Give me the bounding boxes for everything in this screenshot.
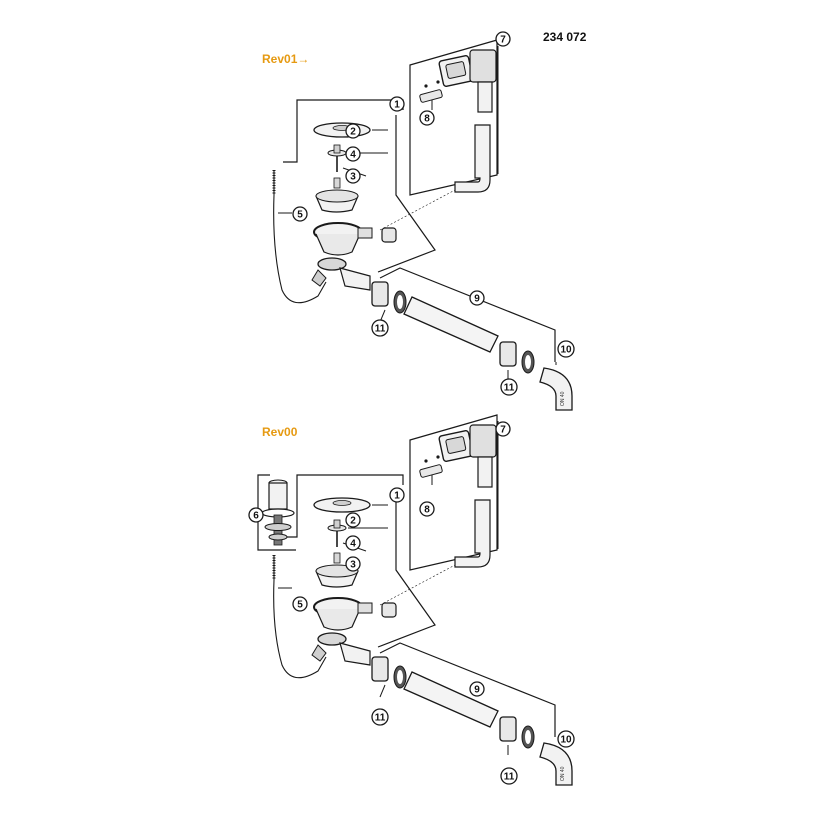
svg-text:8: 8 [424, 114, 430, 125]
svg-text:8: 8 [424, 505, 430, 516]
svg-text:1: 1 [394, 491, 400, 502]
svg-text:9: 9 [474, 685, 480, 696]
pop-up-cable [273, 555, 327, 679]
callout-9: 9 [469, 290, 485, 306]
svg-text:10: 10 [560, 345, 572, 356]
pop-up-cable [273, 170, 327, 304]
part-callouts: 1 2 3 4 5 7 8 9 10 11 11 [292, 31, 575, 396]
callout-8: 8 [419, 110, 435, 126]
svg-text:11: 11 [375, 324, 386, 335]
callout-5: 5 [292, 596, 308, 612]
svg-text:5: 5 [297, 210, 303, 221]
callout-5: 5 [292, 206, 308, 222]
bracket-outline-part-7 [409, 414, 498, 571]
svg-text:9: 9 [474, 294, 480, 305]
overflow-assembly [419, 49, 497, 193]
callout-1: 1 [389, 96, 405, 112]
callout-2: 2 [345, 123, 361, 139]
callout-9: 9 [469, 681, 485, 697]
actuator-knob-assembly [261, 479, 295, 546]
svg-text:11: 11 [504, 383, 515, 394]
callout-11: 11 [371, 319, 389, 337]
svg-text:3: 3 [350, 172, 356, 183]
callout-11: 11 [500, 378, 518, 396]
revision-label-rev01: Rev01→ [262, 52, 310, 66]
callout-1: 1 [389, 487, 405, 503]
bracket-outline-part-1-lower [377, 115, 436, 273]
bracket-outline-part-1-lower [377, 490, 436, 648]
callout-4: 4 [345, 535, 361, 551]
assembly-view-rev01: ON 40 1 2 3 4 5 7 8 [272, 31, 575, 411]
callout-2: 2 [345, 512, 361, 528]
leader-lines [278, 46, 557, 380]
callout-10: 10 [557, 730, 575, 748]
svg-text:2: 2 [350, 127, 356, 138]
pipe-assembly: ON 40 [371, 656, 573, 786]
svg-text:5: 5 [297, 600, 303, 611]
callout-3: 3 [345, 556, 361, 572]
bracket-outline-part-1 [283, 474, 404, 538]
revision-label-rev00: Rev00 [262, 425, 298, 439]
callout-10: 10 [557, 340, 575, 358]
callout-11: 11 [371, 708, 389, 726]
callout-7: 7 [495, 421, 511, 437]
document-number: 234 072 [543, 30, 587, 44]
part-callouts: 1 2 3 4 5 6 7 8 9 10 11 11 [248, 421, 575, 785]
svg-text:4: 4 [350, 539, 356, 550]
callout-3: 3 [345, 168, 361, 184]
callout-6: 6 [248, 507, 264, 523]
assembly-view-rev00: ON 40 1 2 3 4 5 6 7 8 9 [248, 414, 575, 786]
bracket-outline-part-9 [379, 642, 556, 737]
pipe-assembly: ON 40 [371, 281, 573, 411]
svg-text:7: 7 [500, 35, 506, 46]
callout-8: 8 [419, 501, 435, 517]
pipe-stamp-text: ON 40 [560, 391, 566, 406]
callout-4: 4 [345, 146, 361, 162]
pipe-stamp-text: ON 40 [560, 766, 566, 781]
svg-text:7: 7 [500, 425, 506, 436]
callout-7: 7 [495, 31, 511, 47]
callout-11: 11 [500, 767, 518, 785]
svg-text:11: 11 [504, 772, 515, 783]
leader-lines [278, 421, 509, 755]
bracket-outline-part-7 [409, 39, 498, 196]
svg-text:1: 1 [394, 100, 400, 111]
strainer-basket-parts [311, 497, 397, 666]
svg-text:10: 10 [560, 735, 572, 746]
svg-text:2: 2 [350, 516, 356, 527]
svg-text:3: 3 [350, 560, 356, 571]
svg-text:6: 6 [253, 511, 259, 522]
svg-text:11: 11 [375, 713, 386, 724]
svg-text:4: 4 [350, 150, 356, 161]
overflow-assembly [419, 424, 497, 568]
